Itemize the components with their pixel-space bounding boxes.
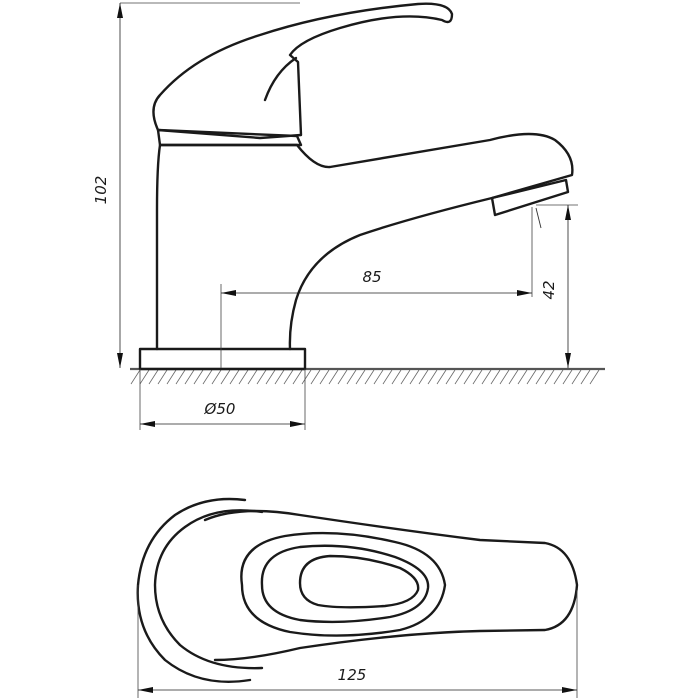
hatch-line: [508, 369, 519, 385]
hatch-line: [220, 369, 231, 385]
hatch-line: [589, 369, 600, 385]
dimension-length-total: 125: [137, 585, 578, 698]
hatch-line: [355, 369, 366, 385]
hatch-line: [247, 369, 258, 385]
hatch-line: [328, 369, 339, 385]
hatch-line: [481, 369, 492, 385]
hatch-line: [454, 369, 465, 385]
hatch-line: [319, 369, 330, 385]
hatch-line: [472, 369, 483, 385]
hatch-line: [553, 369, 564, 385]
hatch-line: [202, 369, 213, 385]
aerator-nozzle: [490, 178, 570, 217]
hatch-line: [427, 369, 438, 385]
hatch-line: [364, 369, 375, 385]
lever-outer-loop: [240, 531, 447, 637]
hatch-line: [292, 369, 303, 385]
hatch-line: [571, 369, 582, 385]
hatch-line: [544, 369, 555, 385]
hatch-line: [274, 369, 285, 385]
hatch-line: [211, 369, 222, 385]
lever-grip-cavity: [298, 554, 420, 609]
hatch-line: [265, 369, 276, 385]
hatch-line: [436, 369, 447, 385]
hatch-line: [391, 369, 402, 385]
hatch-line: [517, 369, 528, 385]
dimension-label-spout-height: 42: [540, 280, 558, 299]
dimension-label-length-total: 125: [338, 666, 367, 684]
hatch-line: [193, 369, 204, 385]
hatch-line: [157, 369, 168, 385]
hatch-line: [229, 369, 240, 385]
side-view: 102 85 42 Ø50: [92, 2, 605, 430]
hatch-line: [346, 369, 357, 385]
hatch-line: [409, 369, 420, 385]
hatch-line: [184, 369, 195, 385]
hatch-line: [139, 369, 150, 385]
hatch-line: [148, 369, 159, 385]
hatch-line: [337, 369, 348, 385]
dimension-height-total: 102: [92, 2, 300, 368]
hatch-line: [256, 369, 267, 385]
dimension-base-diameter: Ø50: [139, 369, 306, 430]
hatch-line: [373, 369, 384, 385]
top-view: 125: [136, 497, 579, 698]
hatch-line: [526, 369, 537, 385]
hatch-line: [418, 369, 429, 385]
hatch-line: [130, 369, 141, 385]
hatch-line: [400, 369, 411, 385]
hatch-line: [499, 369, 510, 385]
hatch-line: [535, 369, 546, 385]
spout-outline-top: [203, 509, 579, 662]
dimension-label-base-diameter: Ø50: [204, 400, 236, 418]
dimension-spout-height: 42: [535, 204, 578, 368]
body-circle: [153, 509, 264, 670]
dimension-label-reach: 85: [362, 268, 381, 286]
lever-handle: [152, 2, 454, 140]
hatch-line: [463, 369, 474, 385]
hatch-line: [310, 369, 321, 385]
hatch-line: [382, 369, 393, 385]
hatch-line: [283, 369, 294, 385]
lever-inner-curve: [263, 56, 298, 102]
faucet-body: [155, 132, 574, 351]
ground-hatching: [130, 369, 600, 385]
hatch-line: [580, 369, 591, 385]
dimension-label-height-total: 102: [92, 176, 110, 205]
hatch-line: [490, 369, 501, 385]
dimension-reach: 85: [220, 207, 533, 368]
base-plate: [138, 347, 307, 371]
hatch-line: [301, 369, 312, 385]
hatch-line: [562, 369, 573, 385]
lever-middle-loop: [260, 544, 430, 624]
hatch-line: [238, 369, 249, 385]
hatch-line: [166, 369, 177, 385]
hatch-line: [445, 369, 456, 385]
cartridge-cap: [156, 128, 303, 147]
hatch-line: [175, 369, 186, 385]
